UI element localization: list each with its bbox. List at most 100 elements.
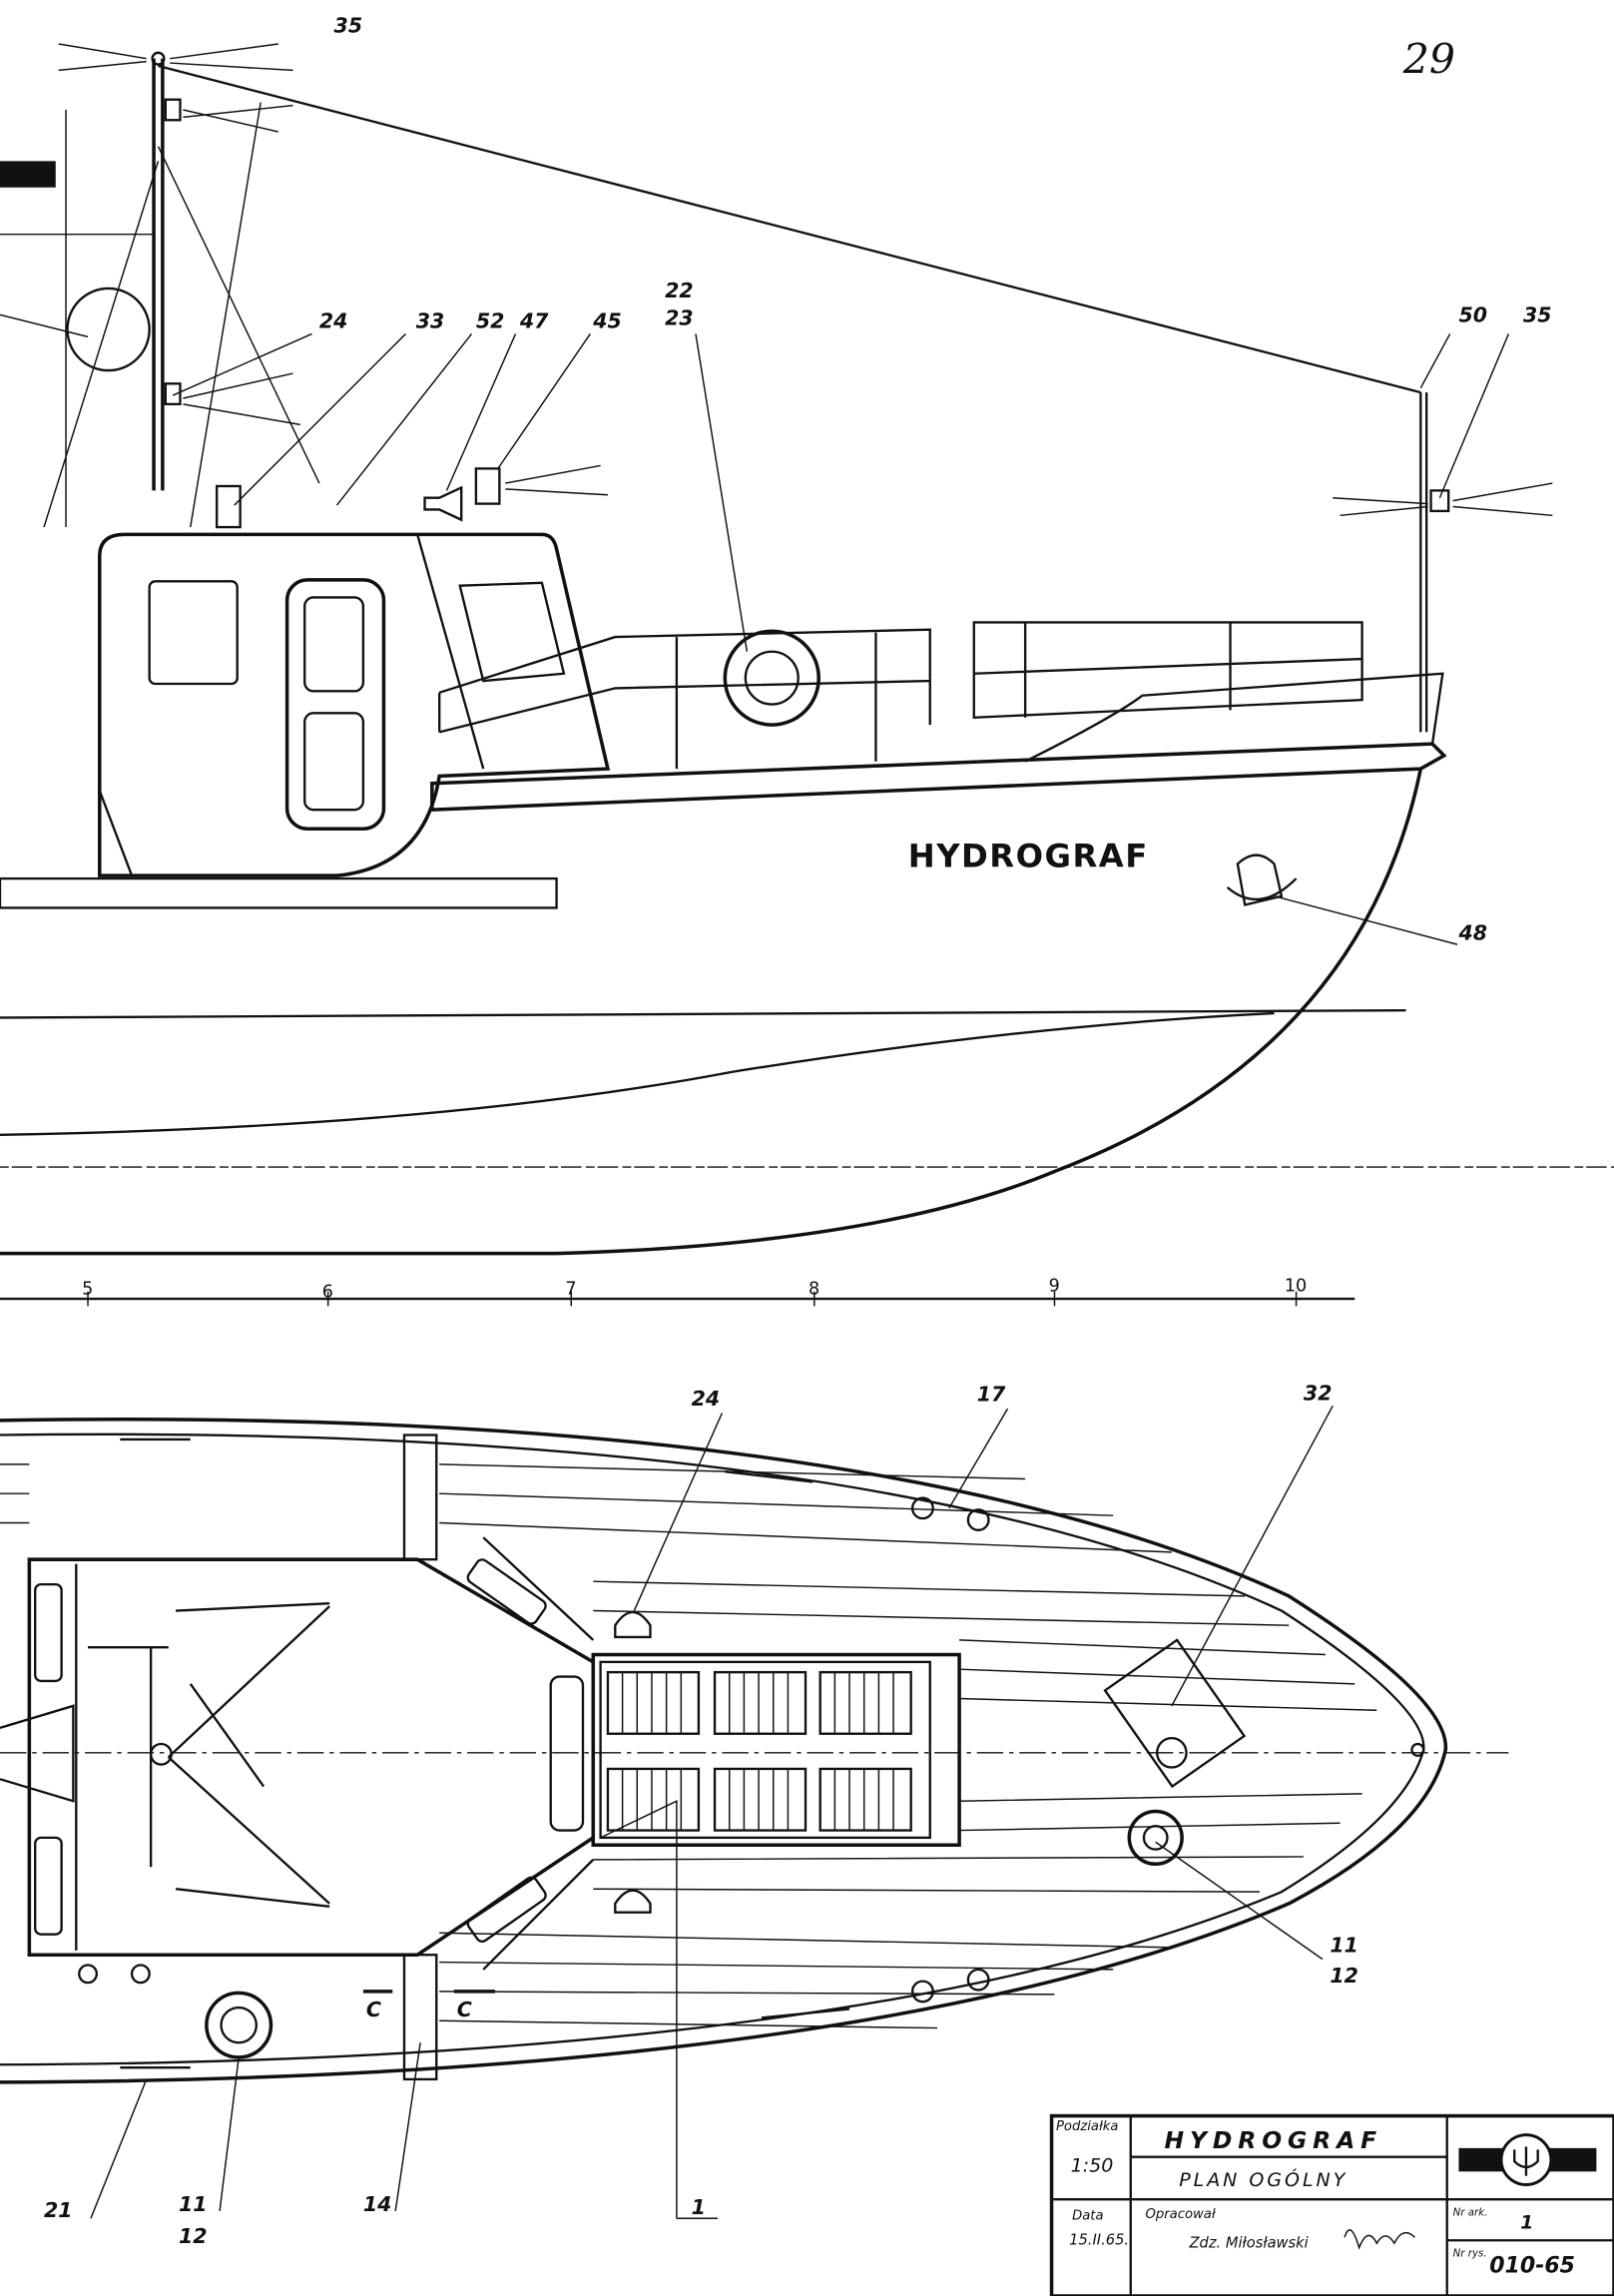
- shrouds: [0, 102, 320, 528]
- funnel-top: [0, 161, 56, 188]
- hatch-gratings: [606, 1670, 912, 1832]
- deckhouse: [27, 1557, 596, 1957]
- frame-5: 5: [82, 1280, 93, 1300]
- door-window-upper: [303, 596, 365, 693]
- jack-staff: [1419, 392, 1428, 733]
- side-window-bottom: [34, 1836, 63, 1936]
- label-17: 17: [977, 1383, 1006, 1407]
- label-48: 48: [1457, 921, 1487, 945]
- mast-light-lower: [164, 382, 182, 406]
- door: [284, 578, 386, 831]
- railing: [438, 621, 1363, 770]
- fairlead-6: [130, 1964, 151, 1985]
- mast-plan: [0, 1602, 330, 1908]
- light-rays: [58, 43, 300, 426]
- hull-outline: [0, 1418, 1448, 2084]
- mast: [152, 58, 165, 491]
- front-window: [458, 581, 566, 683]
- label-24: 24: [692, 1387, 721, 1411]
- radar-box: [215, 484, 242, 529]
- label-11-bow: 11: [1330, 1933, 1358, 1957]
- mast-light-upper: [164, 98, 182, 122]
- drawing-subtitle: PLAN OGÓLNY: [1179, 2167, 1347, 2191]
- skylight-top: [466, 1558, 547, 1625]
- drawing-no: 010-65: [1489, 2254, 1575, 2279]
- bow-eye: [1410, 1742, 1425, 1757]
- mast-base: [149, 1742, 173, 1766]
- fairlead-1: [910, 1496, 934, 1520]
- long-window: [549, 1675, 585, 1832]
- door-window-lower: [303, 712, 365, 812]
- side-view: HYDROGRAF 35 24 33 52 47 45 22 23 50 35 …: [0, 13, 1614, 1256]
- label-22: 22: [665, 279, 694, 302]
- anchor-icon: [1226, 854, 1298, 906]
- wheelhouse-step: [416, 534, 485, 770]
- drawing-no-label: Nr rys.: [1453, 2247, 1487, 2259]
- label-24: 24: [319, 309, 348, 333]
- label-32: 32: [1304, 1381, 1333, 1405]
- plan-view: 24 17 32 11 12 21 11 12 14 1 C C: [0, 1381, 1509, 2248]
- windlass: [1103, 1638, 1247, 1789]
- side-window-top: [34, 1582, 63, 1683]
- bollards: [120, 1437, 850, 2069]
- plan-labels: 24 17 32 11 12 21 11 12 14 1 C C: [44, 1381, 1358, 2248]
- title-block: Podziałka 1:50 HYDROGRAF PLAN OGÓLNY Dat…: [1049, 2113, 1614, 2296]
- forestay: [158, 64, 1421, 394]
- label-14: 14: [363, 2192, 392, 2216]
- hull-stem: [0, 768, 1423, 1256]
- frame-scale: 5 6 7 8 9 10: [0, 1277, 1355, 1307]
- label-1: 1: [692, 2195, 706, 2219]
- hull-curve: [0, 1011, 1275, 1136]
- bulkhead-top: [402, 1434, 438, 1561]
- label-21: 21: [44, 2198, 73, 2222]
- trident-icon: [1513, 2146, 1539, 2176]
- capstan-mid: [205, 1991, 273, 2059]
- skylight-bottom: [466, 1876, 547, 1943]
- plan-leaders: [90, 1405, 1334, 2219]
- fairlead-5: [78, 1964, 99, 1985]
- windlass-drum: [1156, 1736, 1188, 1769]
- ventilator-icon: [614, 1610, 652, 1914]
- label-12-bow: 12: [1330, 1964, 1358, 1988]
- waterline: [0, 1008, 1406, 1019]
- horn: [423, 485, 463, 522]
- label-47: 47: [519, 309, 549, 333]
- hull-gunwale: [430, 742, 1447, 812]
- label-33: 33: [416, 309, 445, 333]
- funnel-pipe: [98, 556, 134, 876]
- searchlight-rays: [505, 464, 608, 496]
- capstan-bow: [1127, 1809, 1184, 1867]
- lifebuoy: [723, 629, 820, 727]
- author-name: Zdz. Miłosławski: [1188, 2235, 1308, 2252]
- label-23: 23: [665, 306, 694, 330]
- label-50: 50: [1458, 303, 1487, 327]
- wheelhouse: [98, 532, 611, 877]
- label-35-stern: 35: [1523, 303, 1552, 327]
- stern-light-rays: [1333, 482, 1553, 517]
- label-11-mid: 11: [179, 2192, 208, 2216]
- searchlight: [474, 467, 501, 505]
- stern-light: [1429, 489, 1450, 513]
- frame-7: 7: [565, 1280, 576, 1300]
- section-c-left: C: [366, 1998, 381, 2021]
- frame-6: 6: [322, 1283, 333, 1303]
- sheet-no-label: Nr ark.: [1453, 2206, 1488, 2218]
- bulkhead-bottom: [402, 1954, 438, 2081]
- deckhouse-inner: [75, 1536, 595, 1971]
- capstan-mid-inner: [220, 2006, 258, 2044]
- section-c-right: C: [457, 1998, 472, 2021]
- date-value: 15.II.65.: [1069, 2232, 1129, 2249]
- hull-inner: [0, 1433, 1425, 2066]
- label-45: 45: [592, 309, 622, 333]
- label-52: 52: [476, 309, 505, 333]
- scale-value: 1:50: [1071, 2154, 1114, 2176]
- drawing-title: HYDROGRAF: [1165, 2126, 1383, 2154]
- hatch-frame: [591, 1652, 961, 1847]
- prepared-label: Opracował: [1145, 2207, 1216, 2222]
- life-ring-on-mast: [66, 287, 151, 372]
- fairlead-2: [966, 1508, 990, 1532]
- bow-bulwark: [1024, 672, 1444, 763]
- capstan-bow-inner: [1142, 1824, 1169, 1851]
- side-labels: 35 24 33 52 47 45 22 23 50 35 48: [319, 13, 1552, 944]
- sheet-no: 1: [1520, 2212, 1533, 2234]
